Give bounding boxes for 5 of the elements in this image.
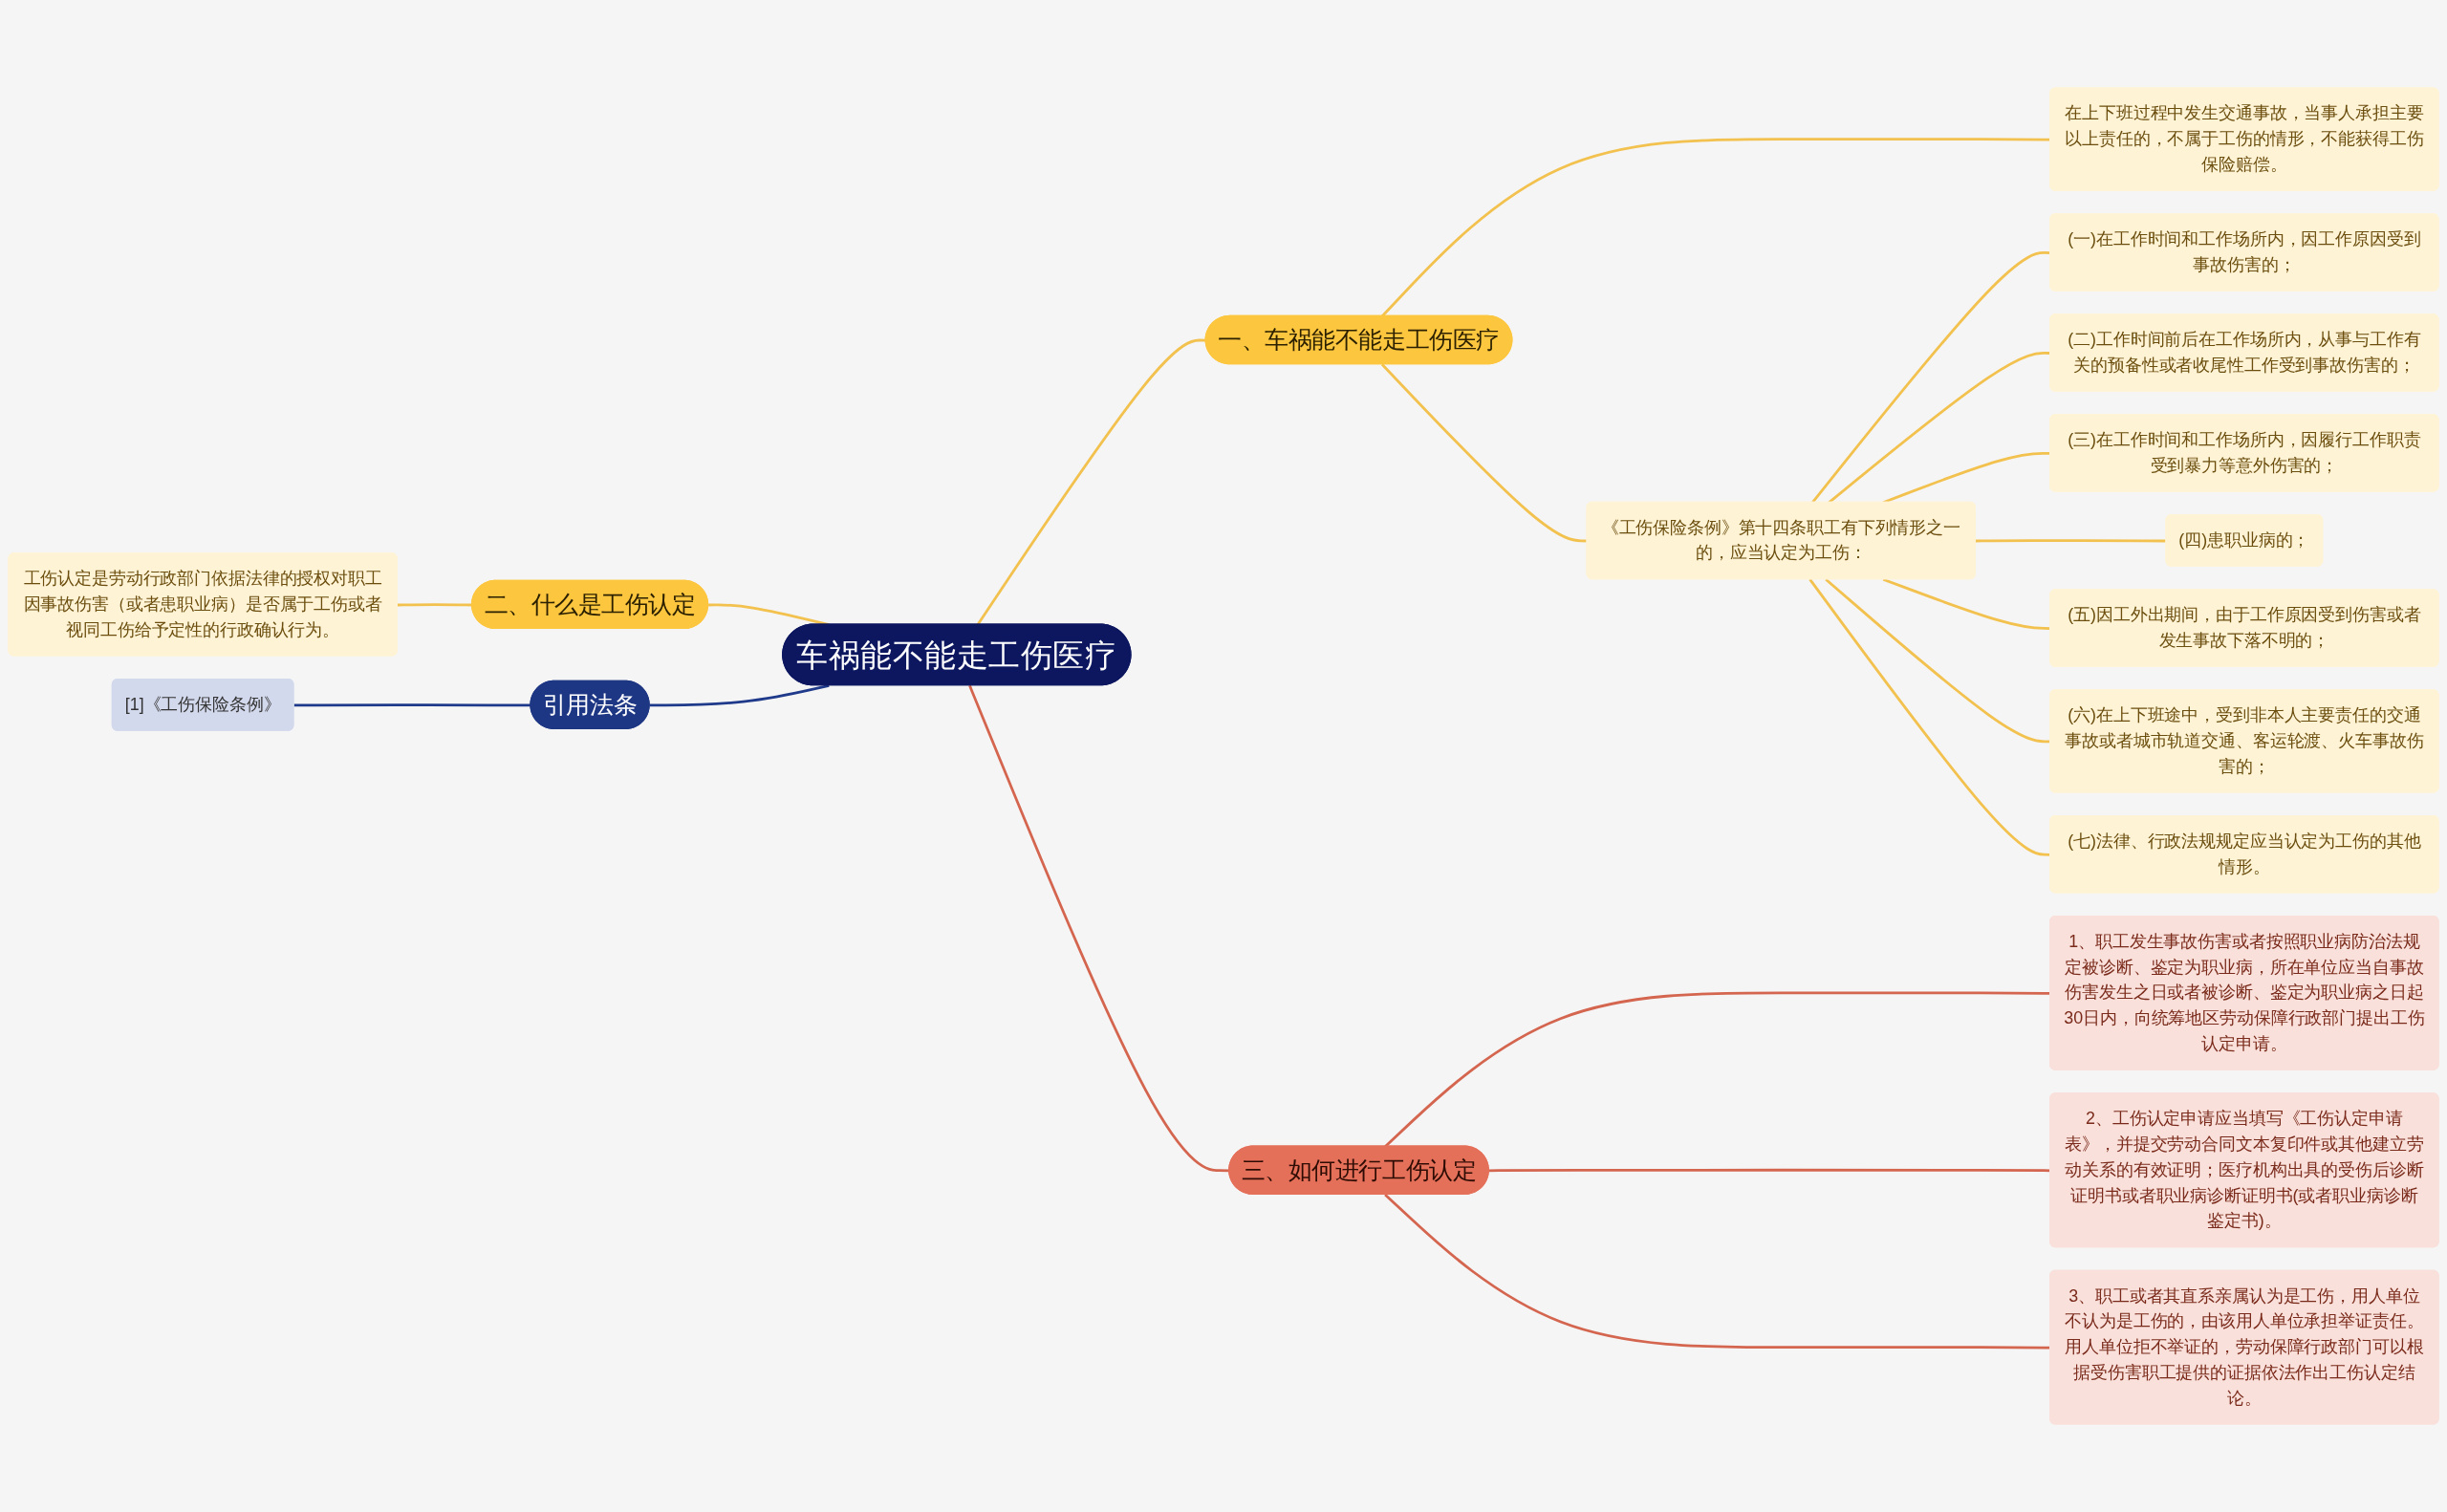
- connector: [976, 338, 1206, 626]
- connector: [968, 684, 1230, 1173]
- connector: [293, 703, 531, 707]
- connector: [649, 683, 830, 707]
- connector: [1380, 363, 1588, 543]
